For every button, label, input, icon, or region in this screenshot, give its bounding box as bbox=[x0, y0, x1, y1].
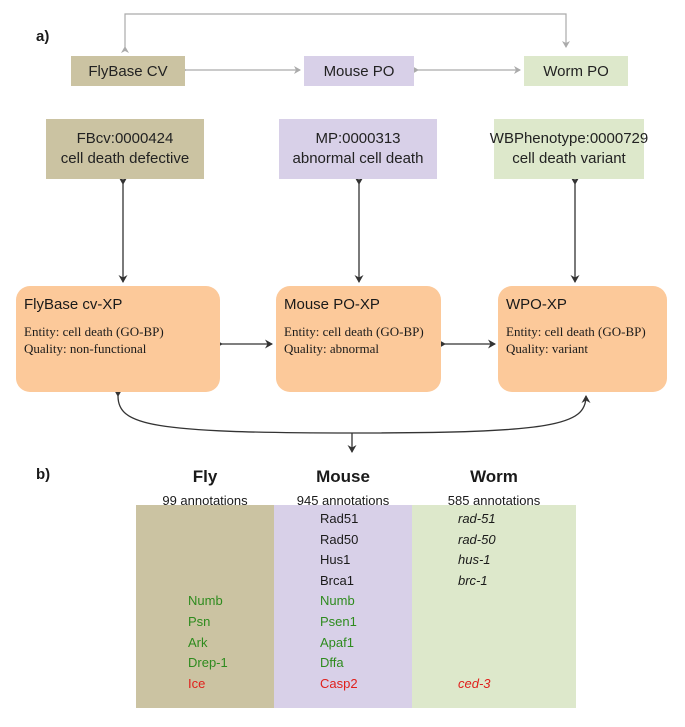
ontology-mouse-po: Mouse PO bbox=[304, 56, 414, 86]
gene-mouse-rad51: Rad51 bbox=[320, 511, 359, 526]
annotation-count: 99 annotations bbox=[162, 493, 248, 508]
xp-title: FlyBase cv-XP bbox=[24, 296, 123, 313]
gene-worm-brc-1: brc-1 bbox=[458, 572, 488, 588]
panel-a-label: a) bbox=[36, 28, 50, 45]
species-header-fly: Fly 99 annotations bbox=[136, 467, 274, 509]
gene-mouse-dffa: Dffa bbox=[320, 655, 344, 671]
species-header-worm: Worm 585 annotations bbox=[412, 467, 576, 509]
gene-mouse-rad50: Rad50 bbox=[320, 531, 359, 547]
species-header-mouse: Mouse 945 annotations bbox=[274, 467, 412, 509]
term-mp: MP:0000313 abnormal cell death bbox=[279, 119, 437, 179]
species-name: Worm bbox=[470, 467, 518, 486]
species-name: Mouse bbox=[316, 467, 370, 486]
term-id: FBcv:0000424 bbox=[76, 130, 174, 147]
xp-entity: Entity: cell death (GO-BP) bbox=[24, 324, 164, 339]
gene-worm-rad-50: rad-50 bbox=[458, 531, 496, 547]
gene-worm-hus-1: hus-1 bbox=[458, 552, 491, 568]
gene-fly-numb: Numb bbox=[188, 593, 223, 609]
gene-worm-rad-51: rad-51 bbox=[458, 511, 496, 526]
bottom-curve-arrow bbox=[113, 388, 591, 434]
xp-worm: WPO-XP Entity: cell death (GO-BP) Qualit… bbox=[498, 286, 667, 392]
term-label: abnormal cell death bbox=[292, 150, 424, 167]
gene-fly-ark: Ark bbox=[188, 634, 208, 650]
term-wbphenotype: WBPhenotype:0000729 cell death variant bbox=[490, 119, 648, 179]
xp-flybase: FlyBase cv-XP Entity: cell death (GO-BP)… bbox=[16, 286, 220, 392]
annotation-count: 585 annotations bbox=[447, 493, 541, 508]
term-label: cell death defective bbox=[60, 150, 190, 167]
gene-mouse-brca1: Brca1 bbox=[320, 572, 354, 588]
gene-mouse-hus1: Hus1 bbox=[320, 552, 351, 568]
ontology-worm-po: Worm PO bbox=[524, 56, 628, 86]
gene-mouse-apaf1: Apaf1 bbox=[320, 634, 354, 650]
gene-worm-ced-3: ced-3 bbox=[458, 675, 491, 691]
term-id: WBPhenotype:0000729 bbox=[489, 130, 649, 147]
xp-entity: Entity: cell death (GO-BP) bbox=[506, 324, 646, 339]
gene-mouse-casp2: Casp2 bbox=[320, 675, 358, 691]
term-label: cell death variant bbox=[512, 150, 626, 167]
panel-b-label: b) bbox=[36, 466, 51, 483]
gene-fly-ice: Ice bbox=[188, 675, 206, 691]
term-id: MP:0000313 bbox=[315, 130, 401, 147]
xp-quality: Quality: variant bbox=[506, 341, 588, 356]
gene-fly-psn: Psn bbox=[188, 614, 211, 629]
xp-mouse: Mouse PO-XP Entity: cell death (GO-BP) Q… bbox=[276, 286, 441, 392]
annotation-count: 945 annotations bbox=[296, 493, 390, 508]
xp-quality: Quality: non-functional bbox=[24, 341, 147, 356]
xp-quality: Quality: abnormal bbox=[284, 341, 379, 356]
xp-title: Mouse PO-XP bbox=[284, 296, 380, 313]
gene-fly-drep-1: Drep-1 bbox=[188, 655, 228, 671]
xp-entity: Entity: cell death (GO-BP) bbox=[284, 324, 424, 339]
ontology-flybase-cv: FlyBase CV bbox=[71, 56, 185, 86]
gene-mouse-psen1: Psen1 bbox=[320, 614, 357, 629]
top-bracket-arrow bbox=[121, 13, 570, 53]
species-name: Fly bbox=[192, 467, 218, 486]
gene-column-worm: rad-51 rad-50 hus-1 brc-1 ced-3 bbox=[412, 505, 576, 708]
xp-title: WPO-XP bbox=[506, 296, 567, 313]
gene-mouse-numb: Numb bbox=[320, 593, 355, 609]
term-fbcv: FBcv:0000424 cell death defective bbox=[46, 119, 204, 179]
